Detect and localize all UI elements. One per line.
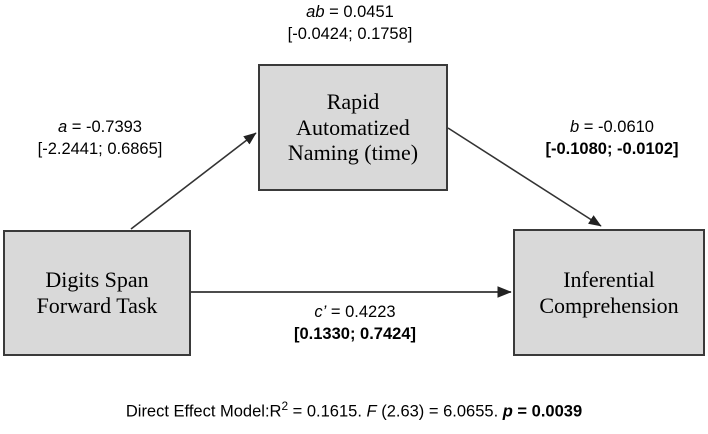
node-mediator-rapid-automatized-naming: Rapid Automatized Naming (time) <box>258 64 448 191</box>
path-equals-c-prime: = <box>326 303 346 321</box>
path-symbol-b: b <box>570 118 580 136</box>
stats-model-label: Direct Effect Model:R <box>125 402 282 421</box>
path-coefficient-ab: 0.0451 <box>343 3 394 21</box>
path-symbol-ab: ab <box>306 3 325 21</box>
path-ci-ab: [-0.0424; 0.1758] <box>287 24 413 43</box>
stats-p-value: = 0.0039 <box>512 402 583 421</box>
path-equals-a: = <box>67 118 87 136</box>
stats-p-symbol: p <box>502 402 513 421</box>
path-ci-a: [-2.2441; 0.6865] <box>37 139 163 158</box>
stats-r-squared-superscript: 2 <box>281 399 289 413</box>
path-coefficient-a: -0.7393 <box>86 118 142 136</box>
node-predictor-digits-span-forward-task: Digits Span Forward Task <box>3 230 191 356</box>
path-ci-b: [-0.1080; -0.0102] <box>545 139 679 158</box>
path-ci-c-prime: [0.1330; 0.7424] <box>293 324 416 343</box>
stats-f-symbol: F <box>366 402 377 421</box>
path-symbol-c-prime: c’ <box>314 303 327 321</box>
path-equals-b: = <box>579 118 599 136</box>
stats-f-value: (2.63) = 6.0655. <box>376 402 503 421</box>
path-coefficient-b: -0.0610 <box>598 118 654 136</box>
path-label-b: b = -0.0610 [-0.1080; -0.0102] <box>516 117 708 161</box>
path-label-c-prime-direct-effect: c’ = 0.4223 [0.1330; 0.7424] <box>252 302 458 346</box>
path-label-indirect-effect-ab: ab = 0.0451 [-0.0424; 0.1758] <box>237 2 463 46</box>
node-outcome-inferential-comprehension: Inferential Comprehension <box>513 229 705 356</box>
model-statistics-caption: Direct Effect Model:R2 = 0.1615. F (2.63… <box>0 399 708 422</box>
path-label-a: a = -0.7393 [-2.2441; 0.6865] <box>2 117 198 161</box>
path-equals-ab: = <box>324 3 344 21</box>
path-coefficient-c-prime: 0.4223 <box>345 303 396 321</box>
path-symbol-a: a <box>58 118 68 136</box>
stats-r-squared-value: = 0.1615. <box>288 402 367 421</box>
